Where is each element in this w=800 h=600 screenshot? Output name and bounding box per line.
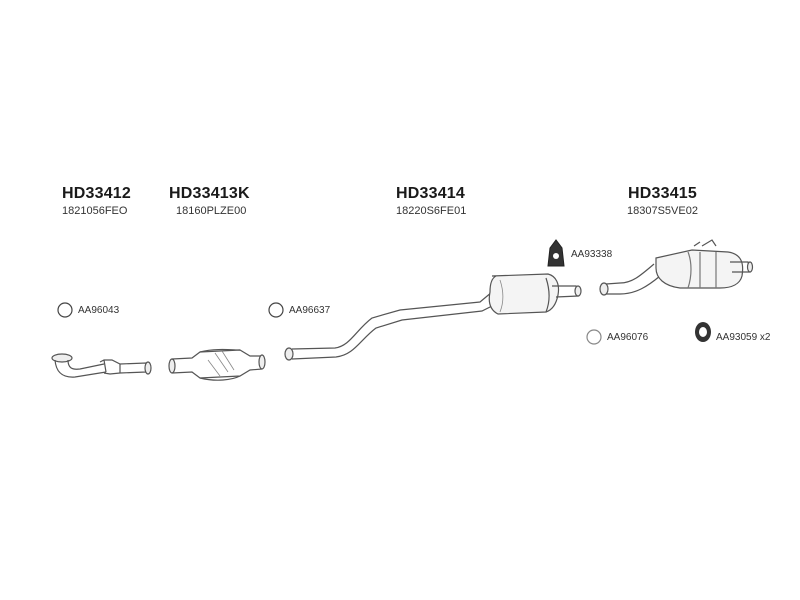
part-number-catalytic-converter: HD33413K: [169, 185, 250, 202]
oem-number-rear-silencer: 18307S5VE02: [627, 205, 698, 217]
centre-pipe-with-silencer-drawing: [284, 273, 582, 361]
accessory-label-mount-ring: AA93059 x2: [716, 332, 771, 343]
gasket-ring-icon: [57, 302, 73, 318]
part-number-rear-silencer: HD33415: [628, 185, 698, 202]
catalytic-converter-drawing: [168, 348, 266, 381]
rear-silencer-drawing: [599, 239, 754, 296]
part-number-centre-pipe: HD33414: [396, 185, 466, 202]
oem-number-catalytic-converter: 18160PLZE00: [176, 205, 247, 217]
rubber-mount-ring-icon: [695, 322, 711, 342]
oem-number-front-pipe: 1821056FEO: [62, 205, 128, 217]
accessory-label-gasket-1: AA96043: [78, 305, 120, 316]
part-number-front-pipe: HD33412: [62, 185, 132, 202]
front-pipe-drawing: [51, 353, 152, 378]
gasket-ring-icon: [586, 329, 602, 345]
accessory-label-gasket-3: AA96076: [607, 332, 649, 343]
accessory-label-gasket-2: AA96637: [289, 305, 331, 316]
accessory-label-hanger: AA93338: [571, 249, 613, 260]
rubber-hanger-icon: [547, 239, 565, 267]
oem-number-centre-pipe: 18220S6FE01: [396, 205, 467, 217]
gasket-ring-icon: [268, 302, 284, 318]
